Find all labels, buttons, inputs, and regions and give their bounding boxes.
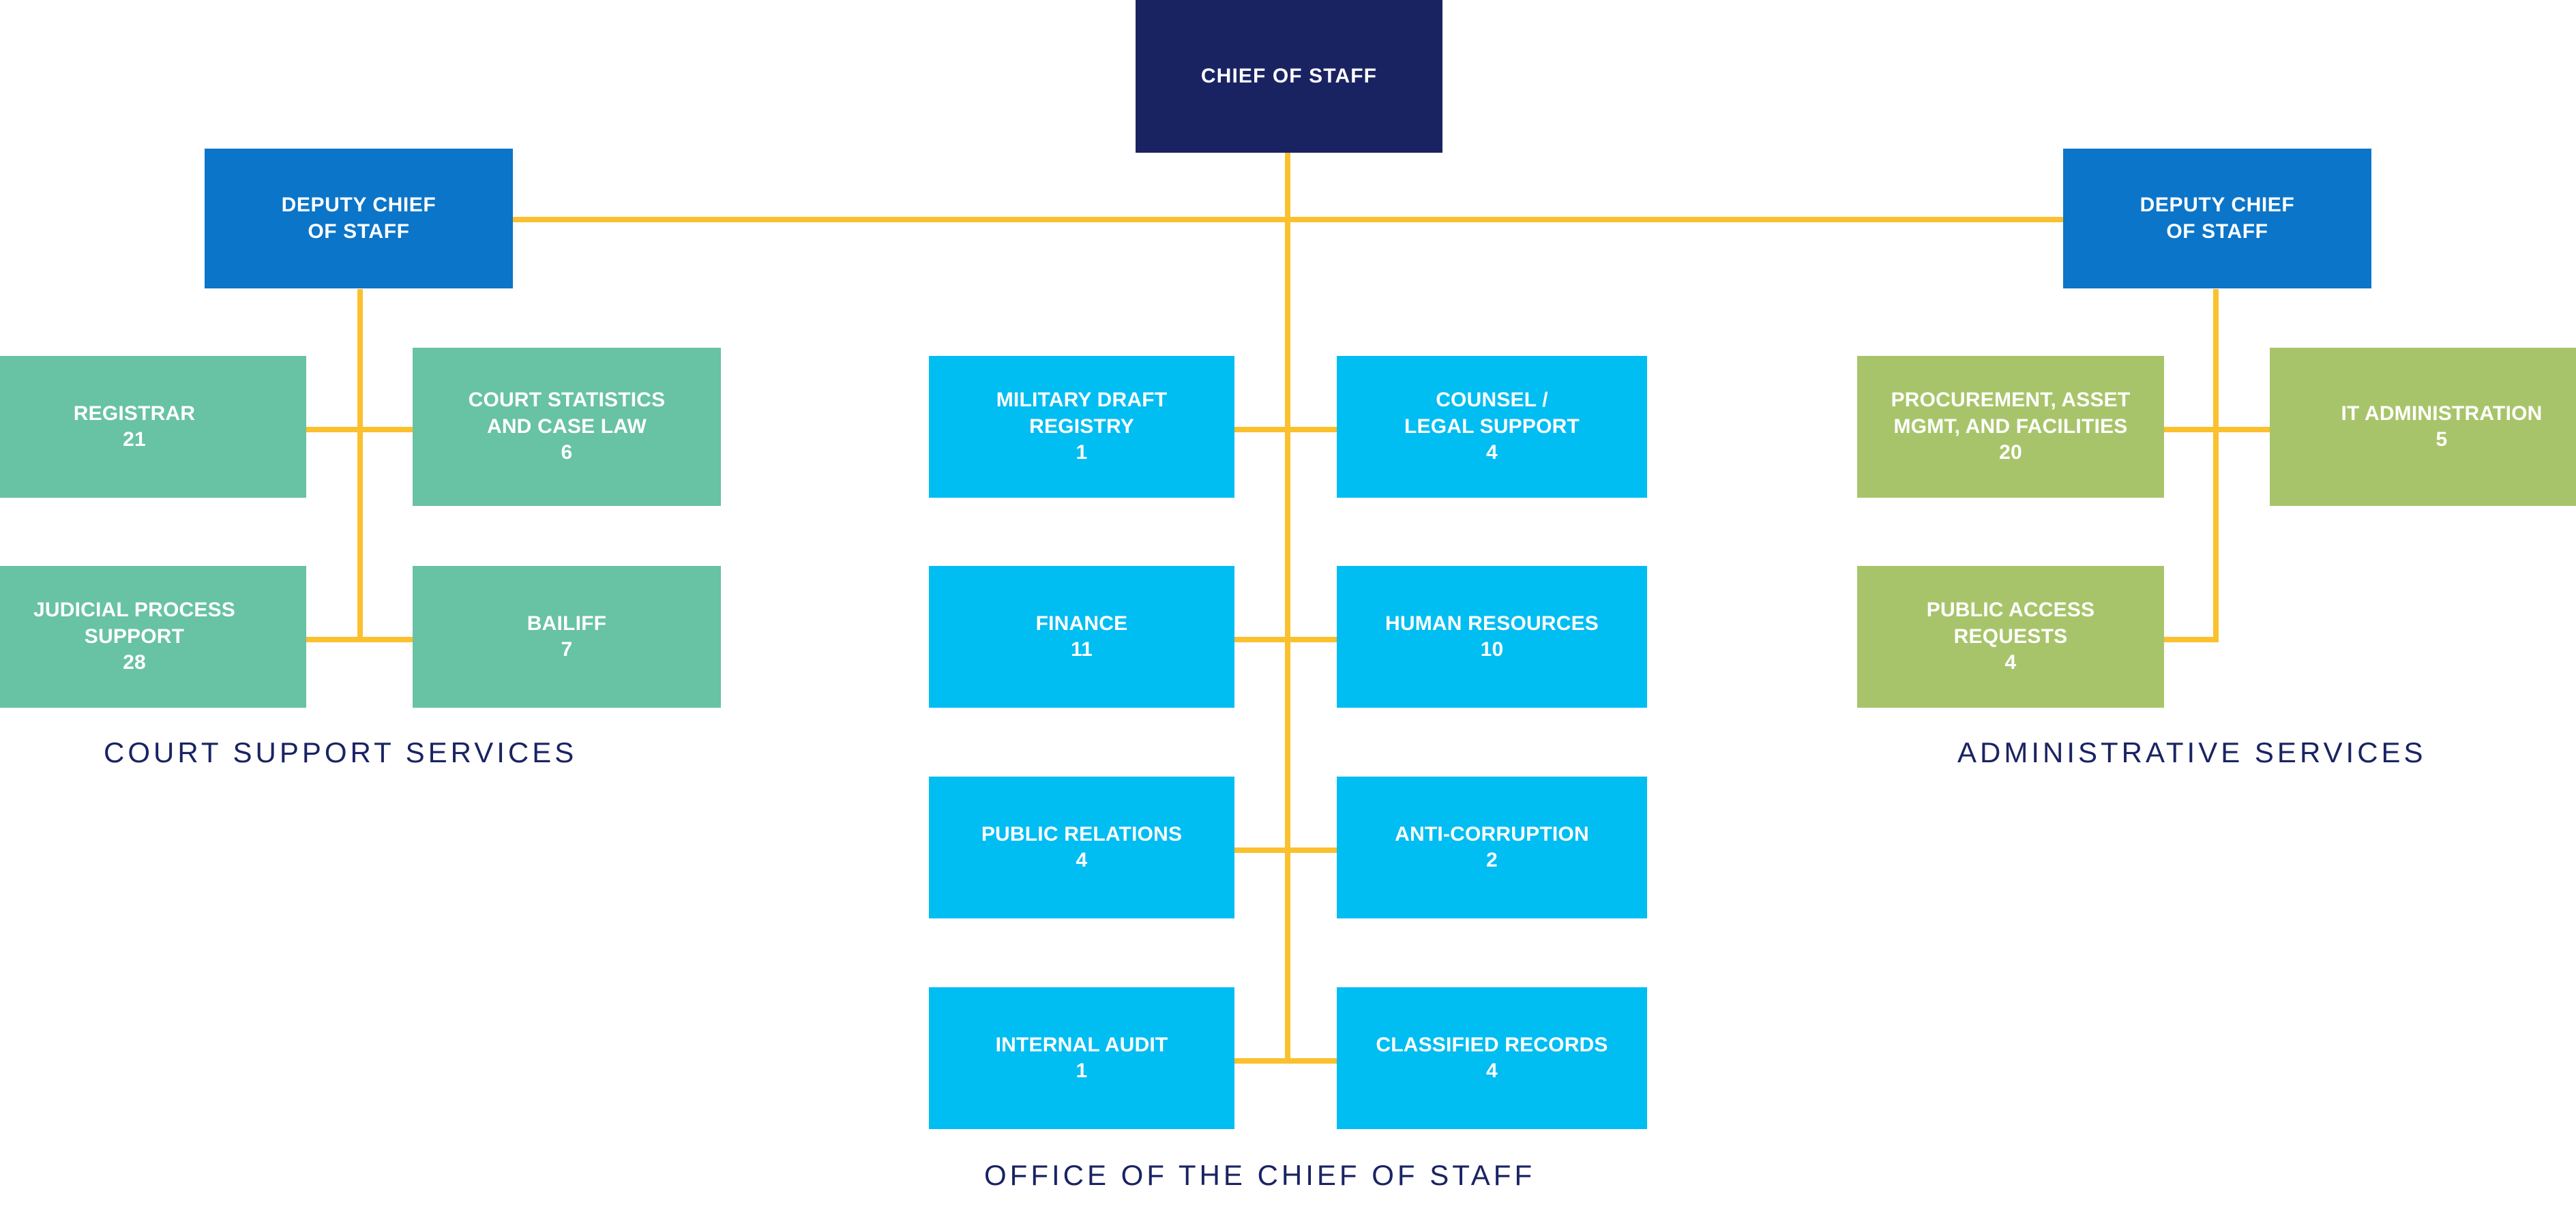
node-judicial-process-support[interactable]: JUDICIAL PROCESS SUPPORT 28 <box>0 566 306 708</box>
node-public-relations[interactable]: PUBLIC RELATIONS 4 <box>929 777 1234 918</box>
node-count: 1 <box>1076 441 1088 464</box>
node-human-resources[interactable]: HUMAN RESOURCES 10 <box>1337 566 1647 708</box>
node-title-line1: PROCUREMENT, ASSET <box>1891 389 2131 412</box>
connector-center-row4-arm <box>1234 1058 1337 1064</box>
node-title-line1: MILITARY DRAFT <box>996 389 1168 412</box>
node-title-line1: ANTI-CORRUPTION <box>1395 822 1589 845</box>
node-title-line2: REQUESTS <box>1953 625 2068 648</box>
node-count: 10 <box>1480 638 1504 661</box>
node-title-line1: JUDICIAL PROCESS <box>33 599 236 622</box>
node-count: 4 <box>2004 651 2017 674</box>
node-count: 20 <box>1999 441 2022 464</box>
caption-administrative-services: ADMINISTRATIVE SERVICES <box>1957 736 2427 768</box>
node-title-line1: HUMAN RESOURCES <box>1385 612 1599 635</box>
node-title-line2: OF STAFF <box>308 220 410 243</box>
connector-spine-horizontal <box>359 217 2219 222</box>
connector-left-row1-arm <box>306 427 414 432</box>
connector-center-row1-arm <box>1234 427 1337 432</box>
node-title-line2: LEGAL SUPPORT <box>1404 415 1580 438</box>
connector-trunk-center <box>1285 153 1290 1061</box>
caption-office-of-the-chief-of-staff: OFFICE OF THE CHIEF OF STAFF <box>984 1159 1536 1191</box>
node-title-line1: FINANCE <box>1035 612 1128 635</box>
node-title-line2: MGMT, AND FACILITIES <box>1893 415 2128 438</box>
node-count: 7 <box>561 638 573 661</box>
node-count: 4 <box>1486 1060 1498 1082</box>
connector-right-branch-vertical <box>2213 289 2219 642</box>
node-count: 4 <box>1076 849 1088 871</box>
node-title-line1: PUBLIC ACCESS <box>1926 599 2095 622</box>
node-title-line1: CLASSIFIED RECORDS <box>1376 1033 1608 1056</box>
connector-center-row3-arm <box>1234 847 1337 853</box>
node-finance[interactable]: FINANCE 11 <box>929 566 1234 708</box>
node-deputy-chief-of-staff-right[interactable]: DEPUTY CHIEF OF STAFF <box>2063 149 2371 288</box>
caption-court-support-services: COURT SUPPORT SERVICES <box>104 736 578 768</box>
node-title-line1: COURT STATISTICS <box>468 389 666 412</box>
node-title-line1: DEPUTY CHIEF <box>281 194 436 217</box>
node-procurement-asset-mgmt-and-facilities[interactable]: PROCUREMENT, ASSET MGMT, AND FACILITIES … <box>1857 356 2164 498</box>
node-it-administration[interactable]: IT ADMINISTRATION 5 <box>2270 348 2576 506</box>
node-bailiff[interactable]: BAILIFF 7 <box>413 566 721 708</box>
node-classified-records[interactable]: CLASSIFIED RECORDS 4 <box>1337 987 1647 1129</box>
node-title-line1: PUBLIC RELATIONS <box>981 822 1183 845</box>
node-title-line1: IT ADMINISTRATION <box>2341 402 2543 425</box>
node-deputy-chief-of-staff-left[interactable]: DEPUTY CHIEF OF STAFF <box>205 149 513 288</box>
node-public-access-requests[interactable]: PUBLIC ACCESS REQUESTS 4 <box>1857 566 2164 708</box>
connector-left-row2-arm <box>306 637 414 642</box>
node-title-line1: INTERNAL AUDIT <box>995 1033 1168 1056</box>
node-chief-of-staff[interactable]: CHIEF OF STAFF <box>1136 0 1442 153</box>
node-count: 28 <box>123 651 146 674</box>
connector-right-row1-arm <box>2164 427 2270 432</box>
node-title-line1: COUNSEL / <box>1436 389 1548 412</box>
node-title-line1: REGISTRAR <box>73 402 196 425</box>
node-title-line1: DEPUTY CHIEF <box>2140 194 2295 217</box>
connector-left-branch-vertical <box>357 289 363 642</box>
node-count: 11 <box>1070 638 1093 661</box>
node-title: CHIEF OF STAFF <box>1200 64 1378 87</box>
node-title-line2: SUPPORT <box>84 625 185 648</box>
node-title-line2: REGISTRY <box>1029 415 1134 438</box>
node-court-statistics-and-case-law[interactable]: COURT STATISTICS AND CASE LAW 6 <box>413 348 721 506</box>
node-title-line2: OF STAFF <box>2166 220 2268 243</box>
node-count: 21 <box>123 428 146 451</box>
node-title-line1: BAILIFF <box>527 612 607 635</box>
node-military-draft-registry[interactable]: MILITARY DRAFT REGISTRY 1 <box>929 356 1234 498</box>
node-count: 2 <box>1486 849 1498 871</box>
node-anti-corruption[interactable]: ANTI-CORRUPTION 2 <box>1337 777 1647 918</box>
node-title-line2: AND CASE LAW <box>486 415 647 438</box>
connector-center-row2-arm <box>1234 637 1337 642</box>
node-count: 1 <box>1076 1060 1088 1082</box>
node-count: 5 <box>2436 428 2448 451</box>
node-counsel-legal-support[interactable]: COUNSEL / LEGAL SUPPORT 4 <box>1337 356 1647 498</box>
node-internal-audit[interactable]: INTERNAL AUDIT 1 <box>929 987 1234 1129</box>
connector-right-row2-arm <box>2164 637 2219 642</box>
node-count: 6 <box>561 441 573 464</box>
node-count: 4 <box>1486 441 1498 464</box>
node-registrar[interactable]: REGISTRAR 21 <box>0 356 306 498</box>
